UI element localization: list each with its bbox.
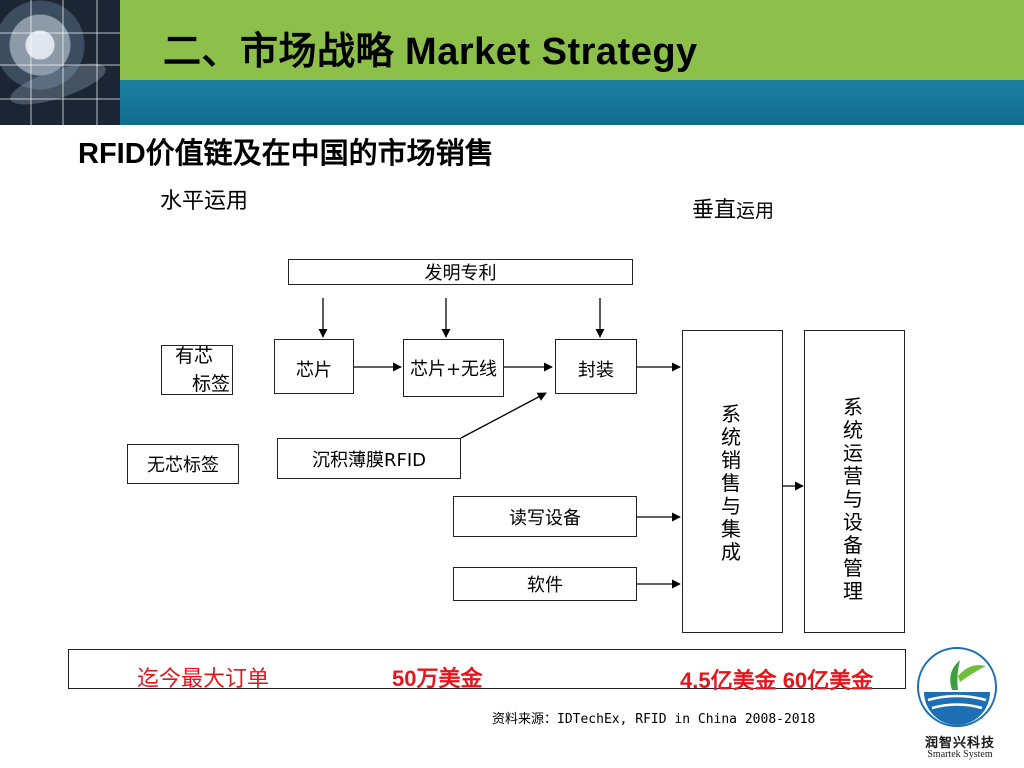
order-amount-2: 4.5亿美金 60亿美金 — [680, 668, 874, 693]
company-logo-icon — [917, 647, 997, 727]
largest-order-label: 迄今最大订单 — [137, 666, 270, 691]
system-sales-text: 系统销售与集成 — [721, 402, 741, 564]
system-ops-text: 系统运营与设备管理 — [843, 395, 863, 603]
title-band — [120, 0, 1024, 80]
system-sales-box: 系统销售与集成 — [682, 330, 783, 633]
slide-title: 二、市场战略 Market Strategy — [163, 31, 698, 73]
order-amount-1: 50万美金 — [392, 666, 483, 691]
logo-company-name: 润智兴科技 — [924, 735, 995, 750]
header-car-photo — [0, 0, 120, 125]
logo-english-name: Smartek System — [927, 749, 993, 760]
horizontal-label: 水平运用 — [160, 188, 249, 213]
slide-subtitle: RFID价值链及在中国的市场销售 — [78, 138, 494, 170]
reader-device-box: 读写设备 — [453, 496, 637, 537]
teal-band — [120, 80, 1024, 125]
chip-box: 芯片 — [274, 339, 354, 394]
vertical-label-prefix: 垂直 — [692, 197, 737, 222]
vertical-label: 垂直运用 — [692, 192, 774, 224]
chip-tag-line2: 标签 — [192, 373, 231, 395]
patent-box: 发明专利 — [288, 259, 633, 285]
order-value-bar — [68, 649, 906, 689]
chip-tag-line1: 有芯 — [175, 345, 214, 367]
vertical-label-suffix: 运用 — [736, 201, 775, 222]
chip-wireless-box: 芯片+无线 — [403, 339, 504, 397]
chipless-tag-label: 无芯标签 — [127, 444, 239, 484]
packaging-box: 封装 — [555, 339, 637, 394]
thin-film-rfid-box: 沉积薄膜RFID — [277, 438, 461, 479]
chip-tag-label: 有芯 标签 — [161, 345, 233, 395]
system-ops-box: 系统运营与设备管理 — [804, 330, 905, 633]
arrow-thinfilm-to-packaging — [460, 392, 547, 439]
software-box: 软件 — [453, 567, 637, 601]
source-note: 资料来源：IDTechEx, RFID in China 2008-2018 — [492, 712, 816, 727]
